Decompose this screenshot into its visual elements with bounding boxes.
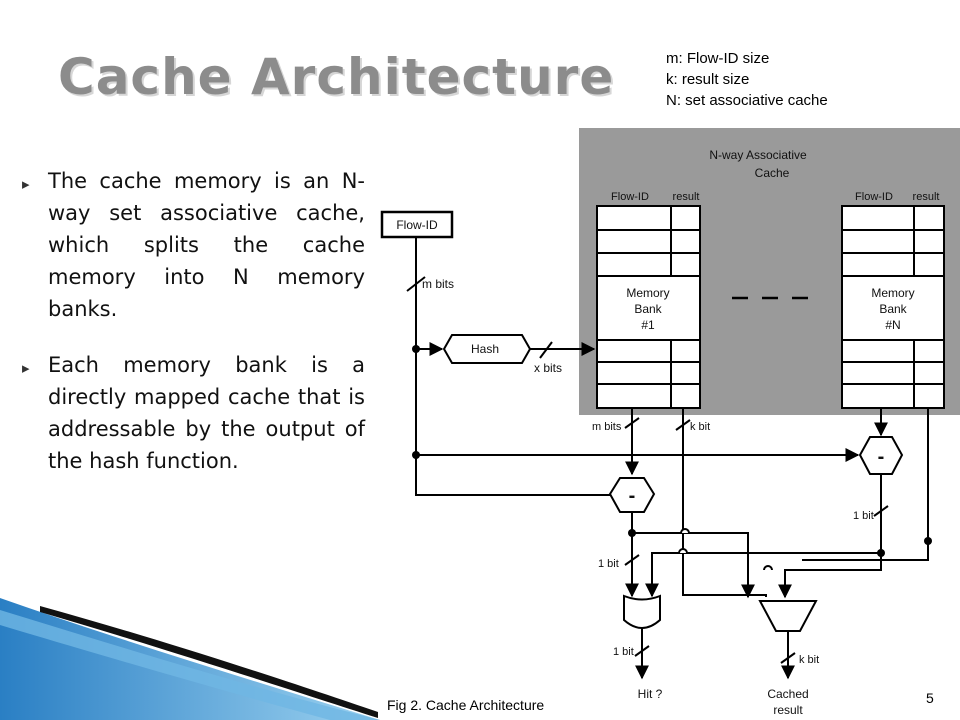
one-bit-right-label: 1 bit xyxy=(853,510,874,522)
m-bits-bank-label: m bits xyxy=(592,421,622,433)
one-bit-hit-label: 1 bit xyxy=(613,646,634,658)
or-gate xyxy=(623,594,661,629)
right-comparator xyxy=(858,436,904,475)
wire-right-comparator-out xyxy=(645,474,882,598)
k-bit-out-label: k bit xyxy=(799,654,819,666)
wire-bankn-result-out xyxy=(802,408,929,561)
bullet-text: The cache memory is an N-way set associa… xyxy=(48,169,365,321)
right-comparator-symbol: - xyxy=(878,446,885,468)
wire-bank1-result-out xyxy=(682,408,767,597)
one-bit-left-label: 1 bit xyxy=(598,558,619,570)
page-number: 5 xyxy=(926,690,934,706)
memory-bank-n: Flow-ID result Memory Bank #N xyxy=(841,191,945,409)
assoc-label-line1: N-way Associative xyxy=(709,148,807,162)
m-bits-top-label: m bits xyxy=(422,277,454,291)
junction-dot xyxy=(412,345,420,353)
hit-label: Hit ? xyxy=(638,687,663,701)
bankn-label-line1: Memory xyxy=(871,286,914,300)
assoc-label-line2: Cache xyxy=(755,166,790,180)
bank1-label-line3: #1 xyxy=(641,318,655,332)
left-comparator xyxy=(608,477,656,513)
bank1-flowid-header: Flow-ID xyxy=(611,191,649,203)
variable-legend: m: Flow-ID size k: result size N: set as… xyxy=(666,48,828,111)
cached-result-line1: Cached xyxy=(767,687,808,701)
k-bit-bank-label: k bit xyxy=(690,421,710,433)
bank1-result-header: result xyxy=(673,191,700,203)
bullet-item: ▸ Each memory bank is a directly mapped … xyxy=(22,349,365,477)
memory-bank-1: Flow-ID result Memory Bank #1 xyxy=(596,191,701,409)
slide-title: Cache Architecture xyxy=(58,48,615,106)
left-comparator-symbol: - xyxy=(629,485,636,507)
legend-line-m: m: Flow-ID size xyxy=(666,50,770,67)
bank1-label-line1: Memory xyxy=(626,286,669,300)
triangle-bullet-icon: ▸ xyxy=(22,359,30,377)
x-bits-label: x bits xyxy=(534,361,562,375)
bankn-label-line3: #N xyxy=(885,318,900,332)
flow-id-box-label: Flow-ID xyxy=(396,218,438,232)
bullet-list: ▸ The cache memory is an N-way set assoc… xyxy=(22,165,365,501)
triangle-bullet-icon: ▸ xyxy=(22,175,30,193)
cached-result-line2: result xyxy=(773,703,803,717)
bank1-label-line2: Bank xyxy=(634,302,662,316)
bullet-item: ▸ The cache memory is an N-way set assoc… xyxy=(22,165,365,325)
bankn-flowid-header: Flow-ID xyxy=(855,191,893,203)
legend-line-n: N: set associative cache xyxy=(666,92,828,109)
bankn-label-line2: Bank xyxy=(879,302,907,316)
hash-label: Hash xyxy=(471,342,499,356)
flow-id-box xyxy=(380,210,454,239)
bankn-result-header: result xyxy=(913,191,940,203)
figure-caption: Fig 2. Cache Architecture xyxy=(387,697,545,713)
legend-line-k: k: result size xyxy=(666,71,750,88)
multiplexer xyxy=(758,600,818,632)
bullet-text: Each memory bank is a directly mapped ca… xyxy=(48,353,365,473)
wire-flowid-trunk xyxy=(415,237,610,496)
hash-block xyxy=(442,334,532,364)
